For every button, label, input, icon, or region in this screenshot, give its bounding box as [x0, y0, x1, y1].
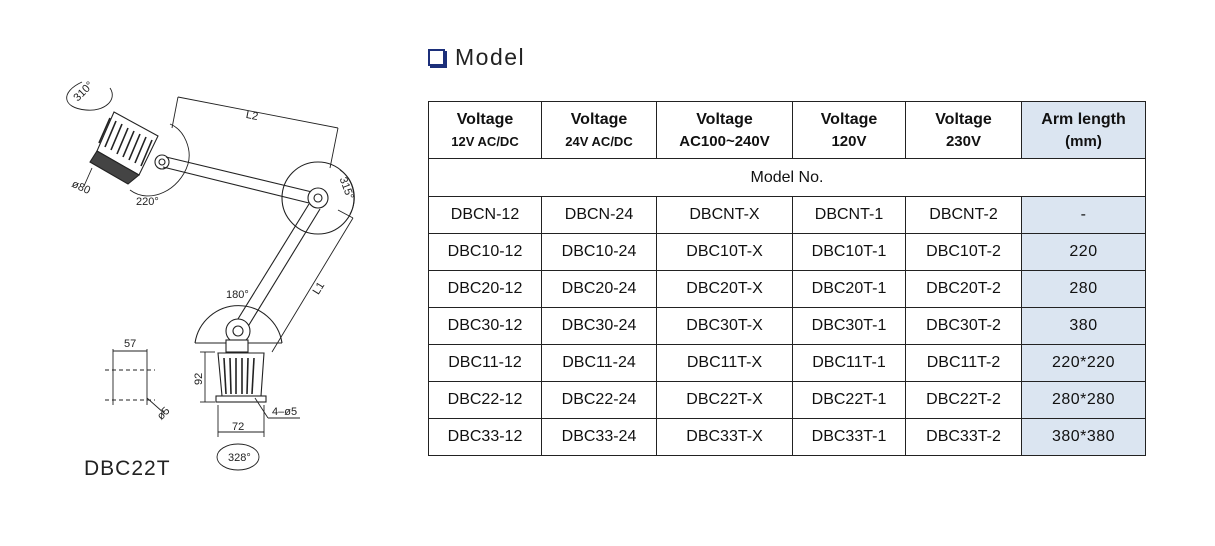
model-cell: DBCN-12 [428, 196, 542, 234]
header-cell-arm: Arm length(mm) [1021, 101, 1146, 159]
model-cell: DBCNT-2 [905, 196, 1022, 234]
subheader-row: Model No. [428, 158, 1146, 197]
model-cell: DBC30T-1 [792, 307, 906, 345]
width57-label: 57 [124, 338, 136, 350]
width72-label: 72 [232, 421, 244, 433]
model-cell: DBC30-12 [428, 307, 542, 345]
model-cell: DBCNT-X [656, 196, 793, 234]
model-cell: DBC30T-X [656, 307, 793, 345]
model-cell: DBC33T-X [656, 418, 793, 456]
technical-drawing: 310° L2 315° ø80 220° L1 180° 57 ø5 92 4… [66, 79, 356, 471]
model-cell: DBC11T-X [656, 344, 793, 382]
model-cell: DBC11T-2 [905, 344, 1022, 382]
arm-length-cell: 220*220 [1021, 344, 1146, 382]
head-dia-label: ø80 [70, 178, 92, 197]
height92-label: 92 [193, 373, 205, 385]
model-cell: DBC33-12 [428, 418, 542, 456]
model-cell: DBCN-24 [541, 196, 657, 234]
arm-length-cell: 280*280 [1021, 381, 1146, 419]
rot-head-label: 310° [71, 79, 96, 104]
base-rot-label: 328° [228, 452, 251, 464]
square-bullet-icon [428, 49, 445, 66]
upper-arm [162, 156, 355, 235]
model-cell: DBC20-24 [541, 270, 657, 308]
model-cell: DBC11-12 [428, 344, 542, 382]
model-cell: DBCNT-1 [792, 196, 906, 234]
arm-length-cell: 220 [1021, 233, 1146, 271]
mount-holes-label: 4–ø5 [272, 406, 297, 418]
model-cell: DBC33T-2 [905, 418, 1022, 456]
model-cell: DBC22T-1 [792, 381, 906, 419]
model-cell: DBC20-12 [428, 270, 542, 308]
model-cell: DBC10-24 [541, 233, 657, 271]
model-cell: DBC20T-1 [792, 270, 906, 308]
model-no-label: Model No. [428, 158, 1146, 197]
model-cell: DBC10T-2 [905, 233, 1022, 271]
l1-label: L1 [311, 280, 328, 297]
section-heading: Model [428, 44, 525, 71]
model-cell: DBC22T-2 [905, 381, 1022, 419]
model-cell: DBC20T-2 [905, 270, 1022, 308]
model-cell: DBC11-24 [541, 344, 657, 382]
model-cell: DBC10-12 [428, 233, 542, 271]
model-cell: DBC22-12 [428, 381, 542, 419]
base-angle-label: 180° [226, 289, 249, 301]
arm-length-cell: - [1021, 196, 1146, 234]
l2-label: L2 [245, 109, 259, 123]
model-cell: DBC20T-X [656, 270, 793, 308]
arm-length-cell: 380 [1021, 307, 1146, 345]
lower-arm [194, 203, 321, 344]
model-cell: DBC10T-X [656, 233, 793, 271]
section-title-text: Model [455, 44, 526, 70]
model-cell: DBC33T-1 [792, 418, 906, 456]
model-cell: DBC11T-1 [792, 344, 906, 382]
model-cell: DBC10T-1 [792, 233, 906, 271]
model-cell: DBC30-24 [541, 307, 657, 345]
head-angle-label: 220° [136, 196, 159, 208]
lamp-base [215, 339, 267, 403]
model-cell: DBC22T-X [656, 381, 793, 419]
model-cell: DBC22-24 [541, 381, 657, 419]
model-cell: DBC33-24 [541, 418, 657, 456]
product-caption: DBC22T [84, 457, 171, 480]
lamp-head [89, 111, 170, 185]
rot-joint-label: 315° [337, 176, 356, 201]
model-cell: DBC30T-2 [905, 307, 1022, 345]
arm-length-cell: 280 [1021, 270, 1146, 308]
arm-length-cell: 380*380 [1021, 418, 1146, 456]
